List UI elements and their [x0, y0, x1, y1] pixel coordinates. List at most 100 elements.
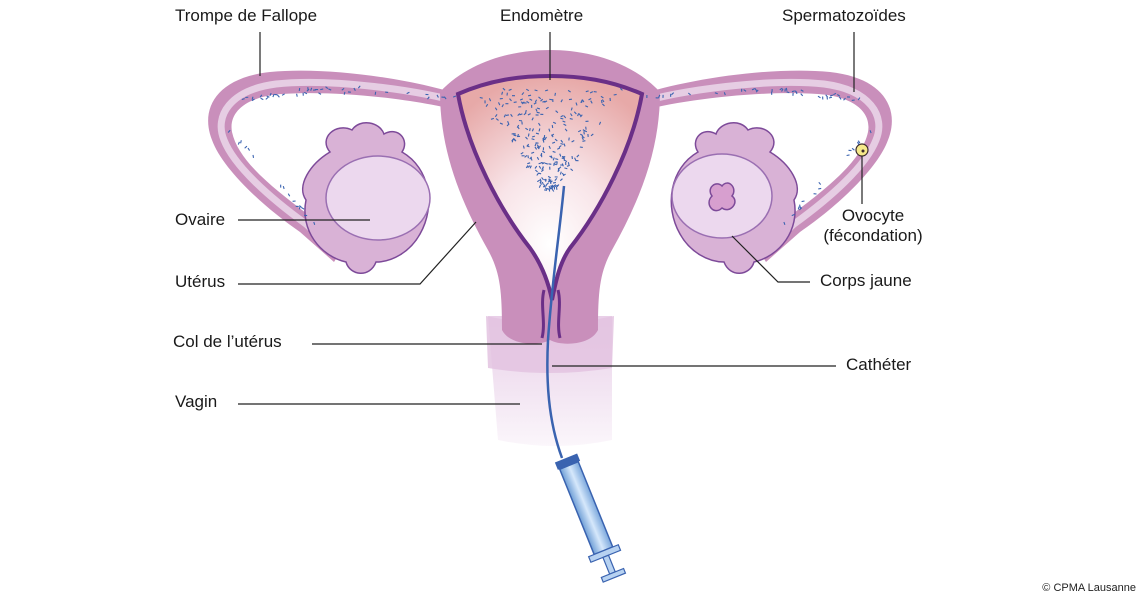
sperm-dash	[527, 94, 532, 97]
sperm-dash	[495, 118, 499, 121]
sperm-dash	[551, 134, 554, 138]
sperm-dash	[529, 98, 533, 101]
sperm-dash	[585, 90, 589, 93]
sperm-dash	[619, 87, 623, 91]
sperm-dash	[562, 156, 566, 159]
sperm-dash	[526, 143, 530, 147]
sperm-dash	[580, 114, 583, 118]
sperm-dash	[240, 140, 242, 144]
sperm-dash	[754, 88, 758, 92]
sperm-dash	[244, 145, 248, 149]
sperm-dash	[588, 98, 592, 101]
sperm-dash	[535, 108, 538, 112]
sperm-dash	[559, 178, 563, 182]
sperm-dash	[513, 137, 516, 141]
sperm-dash	[538, 128, 541, 132]
sperm-dash	[601, 99, 605, 103]
copyright-credit: © CPMA Lausanne	[1042, 582, 1136, 594]
sperm-dash	[563, 123, 567, 126]
sperm-dash	[799, 207, 802, 211]
sperm-dash	[542, 137, 545, 142]
sperm-dash	[671, 92, 675, 96]
sperm-dash	[538, 96, 542, 100]
sperm-dash	[785, 87, 788, 91]
sperm-dash	[531, 128, 535, 132]
sperm-dash	[542, 184, 546, 188]
sperm-dash	[531, 138, 535, 141]
sperm-dash	[582, 140, 586, 142]
sperm-dash	[751, 88, 756, 91]
sperm-dash	[564, 167, 568, 170]
sperm-dash	[797, 206, 800, 210]
label-corpus-luteum: Corps jaune	[820, 271, 912, 290]
sperm-dash	[541, 166, 544, 170]
sperm-dash	[529, 165, 532, 169]
sperm-dash	[241, 98, 245, 100]
sperm-dash	[590, 100, 593, 104]
sperm-dash	[580, 133, 584, 137]
fallopian-tube-right	[630, 70, 892, 263]
syringe	[554, 453, 627, 583]
sperm-dash	[857, 97, 861, 101]
sperm-dash	[554, 178, 558, 181]
sperm-dash	[559, 153, 562, 157]
sperm-dash	[542, 136, 546, 140]
sperm-dash	[743, 89, 747, 92]
sperm-dash	[552, 150, 556, 153]
sperm-dash	[251, 98, 255, 102]
sperm-dash	[800, 89, 804, 92]
sperm-dash	[521, 92, 525, 96]
sperm-dash	[554, 138, 558, 142]
sperm-dash	[555, 158, 559, 161]
sperm-dash	[513, 134, 517, 137]
sperm-dash	[581, 136, 584, 141]
sperm-dash	[550, 155, 553, 159]
sperm-dash	[598, 121, 602, 125]
sperm-dash	[560, 99, 563, 103]
sperm-dash	[501, 91, 504, 95]
sperm-dash	[791, 213, 795, 217]
label-oocyte-line1: Ovocyte	[841, 206, 905, 225]
sperm-dash	[574, 157, 577, 161]
sperm-dash	[843, 97, 846, 101]
sperm-dash	[818, 187, 822, 190]
sperm-dash	[562, 120, 566, 123]
sperm-dash	[494, 107, 498, 111]
sperm-dash	[443, 96, 447, 100]
sperm-dash	[577, 129, 582, 133]
sperm-dash	[320, 88, 324, 91]
label-ovary: Ovaire	[175, 210, 226, 229]
sperm-dash	[783, 221, 786, 226]
sperm-dash	[310, 87, 313, 91]
sperm-dash	[529, 156, 533, 160]
sperm-dash	[552, 121, 557, 125]
sperm-dash	[833, 92, 837, 96]
sperm-dash	[557, 147, 561, 150]
sperm-dash	[511, 138, 514, 142]
sperm-dash	[265, 96, 269, 100]
sperm-dash	[517, 113, 521, 116]
sperm-dash	[520, 101, 524, 105]
label-oocyte: Ovocyte (fécondation)	[806, 206, 940, 246]
sperm-dash	[558, 166, 562, 170]
sperm-dash	[534, 169, 538, 173]
sperm-dash	[272, 94, 275, 98]
sperm-dash	[585, 105, 589, 108]
catheter-tube	[546, 185, 566, 459]
sperm-dash	[282, 185, 285, 190]
sperm-dash	[534, 165, 538, 169]
sperm-dash	[714, 92, 718, 95]
sperm-dash	[497, 102, 501, 106]
sperm-dash	[519, 113, 523, 116]
sperm-dash	[723, 92, 726, 96]
sperm-dash	[575, 102, 578, 106]
sperm-dash	[299, 205, 302, 208]
sperm-dash	[357, 85, 361, 89]
sperm-dash	[556, 184, 560, 188]
sperm-dash	[519, 98, 524, 101]
sperm-dash	[545, 89, 549, 92]
sperm-dash	[786, 91, 790, 94]
sperm-dash	[526, 100, 530, 104]
sperm-dash	[570, 113, 573, 117]
sperm-dash	[795, 90, 798, 95]
